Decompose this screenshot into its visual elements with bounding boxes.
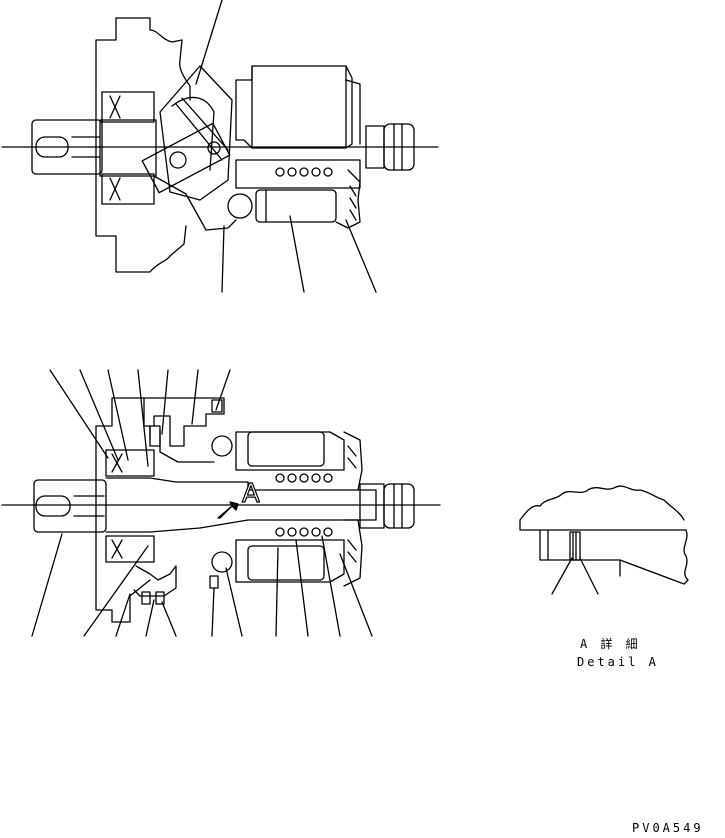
section-cylinder-lower	[247, 545, 325, 581]
top-cylinder-housing	[235, 65, 353, 149]
detail-a-arrow	[217, 501, 239, 519]
top-swash-plate	[159, 65, 233, 201]
top-shoe-pin	[169, 151, 187, 169]
section-housing-outline	[95, 397, 151, 623]
top-spring	[275, 167, 333, 177]
section-spring-upper	[275, 473, 333, 483]
top-end-nut	[383, 123, 415, 171]
top-piston-ball	[227, 193, 253, 219]
section-lower-leaders	[31, 533, 373, 637]
section-main-shaft	[105, 477, 377, 533]
top-leader-1	[195, 0, 223, 85]
section-spring-lower	[275, 527, 333, 537]
section-mark: A	[242, 479, 260, 509]
top-leader-2	[221, 225, 225, 293]
top-shaft-end	[31, 119, 103, 175]
section-ball-lower	[211, 551, 233, 573]
detail-a-ring	[569, 531, 581, 561]
section-cylinder-upper	[247, 431, 325, 467]
section-lower-servo	[133, 565, 177, 597]
detail-a-leader-1	[551, 557, 573, 595]
section-bearing-lower	[105, 535, 155, 563]
section-valve-plate	[343, 431, 363, 587]
top-housing-outline	[95, 17, 191, 273]
section-end-nut	[383, 483, 415, 529]
section-view: A	[1, 369, 441, 637]
top-shaft-slot	[35, 136, 69, 158]
section-bearing-upper	[105, 449, 155, 477]
top-bearing-upper	[101, 91, 155, 123]
section-servo-cap	[143, 397, 225, 447]
top-valve-block	[335, 169, 361, 229]
top-piston-bore	[255, 189, 337, 223]
top-view	[1, 0, 439, 293]
section-ball-upper	[211, 435, 233, 457]
drawing-code: PV0A549	[632, 821, 704, 835]
detail-a	[519, 485, 689, 595]
detail-a-title-en: Detail A	[577, 655, 659, 669]
top-leader-3	[289, 215, 305, 293]
detail-a-outline	[519, 485, 687, 531]
section-shaft-slot	[35, 495, 71, 517]
top-leader-4	[345, 219, 377, 293]
top-piston-shoe	[141, 122, 231, 194]
section-shaft-end	[33, 479, 107, 533]
detail-a-title-jp: A 詳 細	[580, 636, 641, 651]
detail-a-leader-2	[579, 557, 599, 595]
section-upper-leaders	[49, 369, 231, 467]
top-bearing-lower	[101, 173, 155, 205]
